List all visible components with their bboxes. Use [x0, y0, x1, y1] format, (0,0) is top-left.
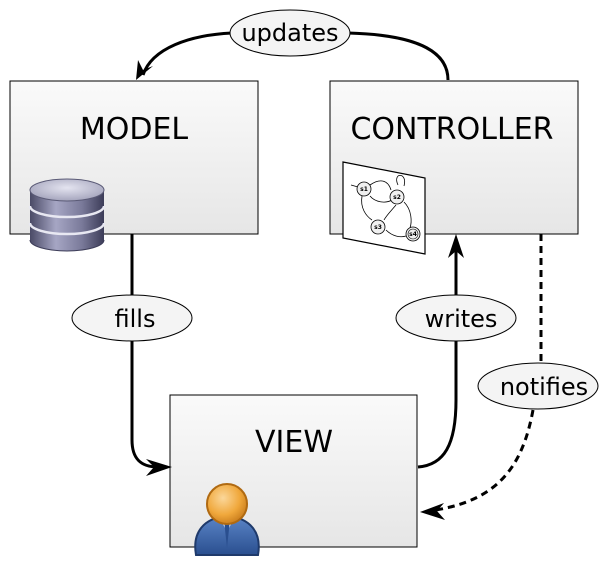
state-s1: s1	[360, 186, 368, 193]
controller-box: CONTROLLER	[329, 80, 579, 235]
svg-text:notifies: notifies	[500, 373, 588, 401]
view-title: VIEW	[255, 425, 333, 460]
writes-edge	[417, 248, 458, 469]
database-icon	[28, 178, 106, 252]
controller-title: CONTROLLER	[350, 112, 553, 147]
writes-arrowhead	[448, 234, 464, 258]
model-title: MODEL	[80, 112, 189, 147]
state-machine-icon: s1 s2 s3 s4	[342, 161, 426, 255]
notifies-label: notifies	[477, 362, 599, 410]
fills-edge	[130, 234, 159, 469]
svg-text:updates: updates	[241, 19, 338, 47]
svg-text:fills: fills	[115, 305, 156, 333]
fills-arrowhead	[146, 459, 172, 476]
state-s3: s3	[374, 224, 382, 231]
fills-label: fills	[71, 294, 193, 342]
state-s2: s2	[393, 194, 401, 201]
svg-text:writes: writes	[425, 305, 498, 333]
state-s4: s4	[409, 231, 417, 238]
user-icon	[194, 483, 260, 556]
updates-arrowhead	[136, 60, 153, 80]
writes-label: writes	[395, 294, 517, 342]
updates-edge	[141, 31, 450, 81]
updates-label: updates	[229, 9, 351, 57]
notifies-arrowhead	[420, 503, 445, 520]
notifies-edge	[435, 234, 543, 512]
